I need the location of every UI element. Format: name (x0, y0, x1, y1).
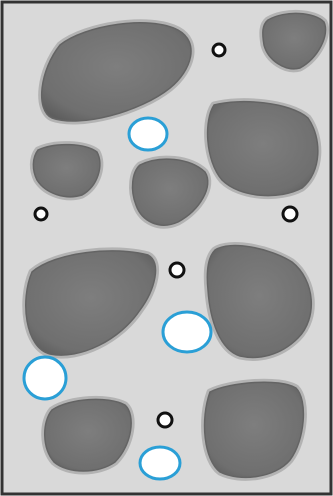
air-filled-pore (283, 207, 297, 221)
air-filled-pore (35, 208, 47, 220)
water-filled-pore (129, 118, 167, 150)
air-filled-pore (158, 413, 172, 427)
water-filled-pore (140, 447, 180, 479)
water-filled-pore (24, 357, 66, 399)
water-filled-pore (163, 312, 211, 352)
rock-particle (208, 102, 318, 196)
air-filled-pore (213, 44, 225, 56)
air-filled-pore (170, 263, 184, 277)
